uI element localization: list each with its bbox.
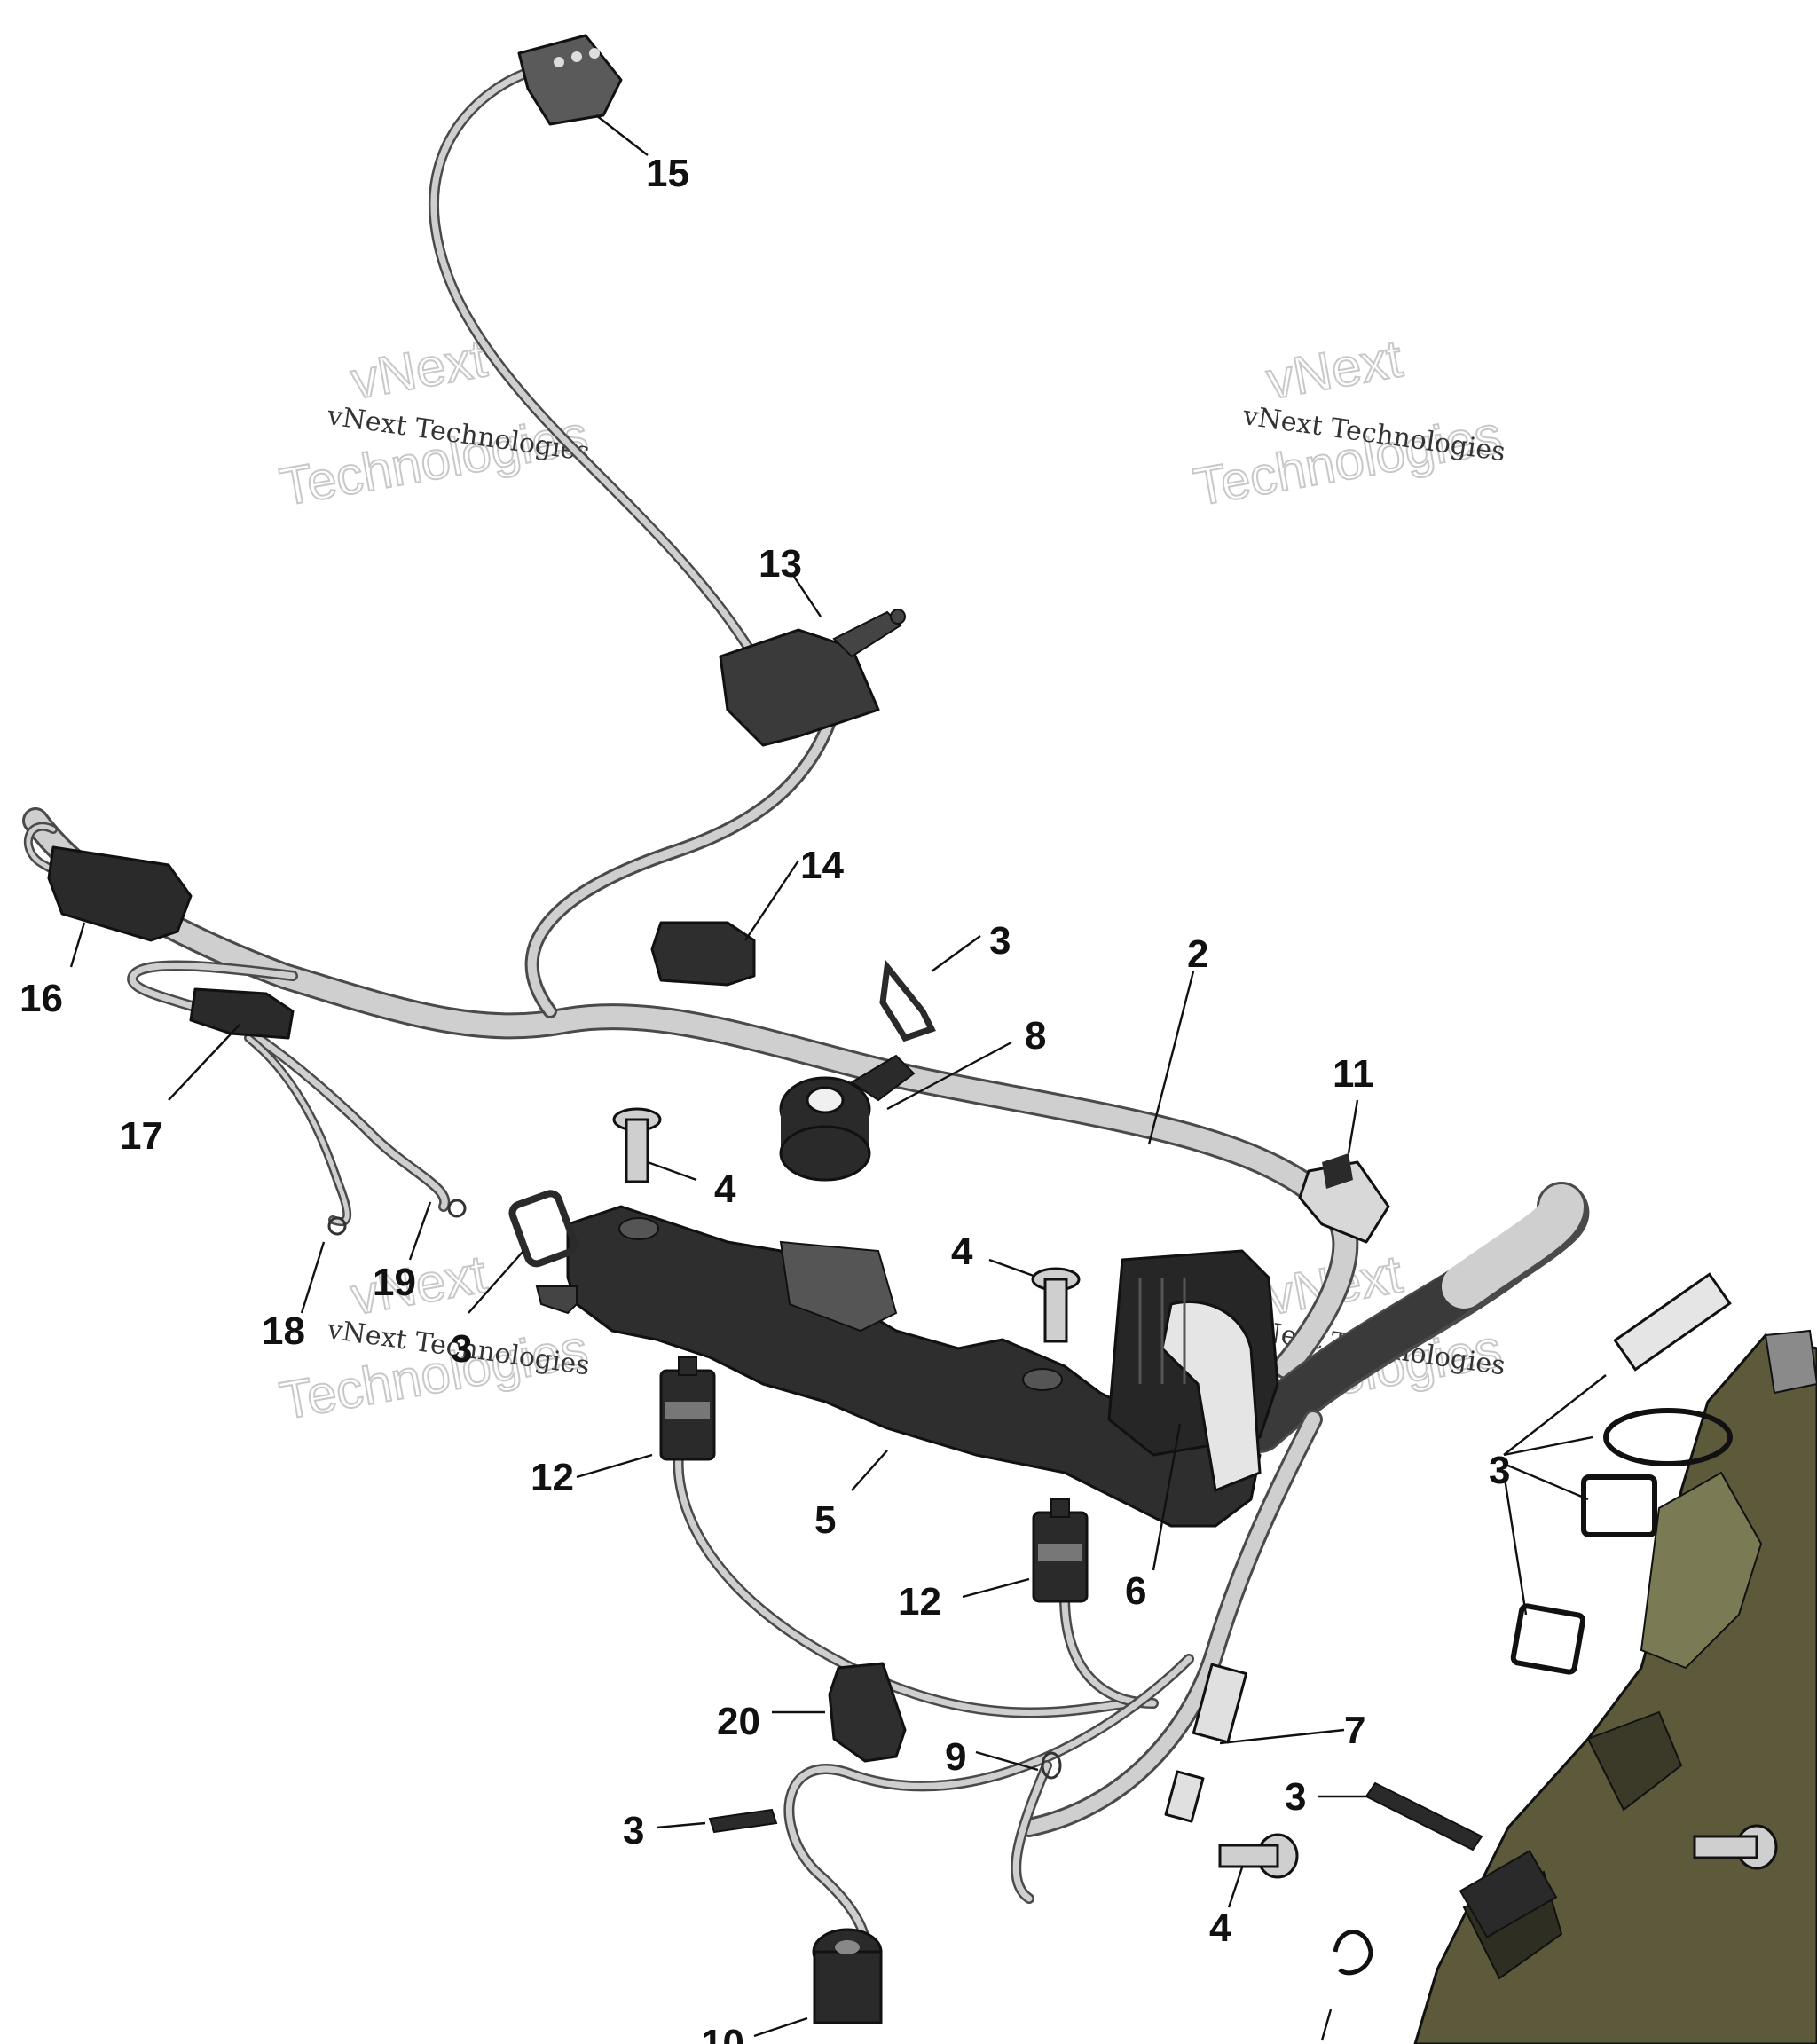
- callout-5: 5: [814, 1498, 836, 1542]
- callout-labels: 15 13 14 3 2 8 11 16 17 4 19 18 3 4 12 5…: [20, 152, 1510, 2044]
- part-12-connector-b: [1032, 1498, 1089, 1603]
- callout-19: 19: [373, 1261, 416, 1304]
- watermark-top-right: vNext Technologies vNext Technologies: [1189, 327, 1507, 518]
- watermark-top-left: vNext Technologies vNext Technologies: [275, 327, 594, 518]
- callout-3-right: 3: [1489, 1449, 1510, 1492]
- part-8-knock-sensor: [779, 1054, 916, 1182]
- callout-4-lower: 4: [1209, 1906, 1231, 1950]
- callout-3-bottom-right: 3: [1285, 1775, 1306, 1819]
- callout-8: 8: [1025, 1014, 1046, 1057]
- part-10-sensor: [812, 1928, 883, 2024]
- callout-15: 15: [646, 152, 689, 195]
- callout-12-right: 12: [898, 1580, 941, 1623]
- part-11-sleeve: [1298, 1153, 1390, 1244]
- callout-14: 14: [800, 844, 844, 887]
- part-14-connector: [650, 921, 756, 987]
- svg-text:vNext: vNext: [347, 328, 492, 411]
- callout-3-left: 3: [451, 1327, 472, 1371]
- callout-7: 7: [1344, 1709, 1365, 1752]
- svg-text:vNext: vNext: [347, 1244, 492, 1326]
- part-3-clip-b: [508, 1190, 578, 1268]
- callout-16: 16: [20, 977, 63, 1020]
- part-3-clip-a: [879, 959, 936, 1042]
- part-15-connector: [517, 34, 623, 126]
- callout-3-top: 3: [989, 919, 1011, 963]
- callout-13: 13: [759, 542, 802, 586]
- part-3-tie-e: [1333, 1781, 1483, 1976]
- callout-20: 20: [717, 1700, 760, 1743]
- watermark-mid-left: vNext Technologies vNext Technologies: [275, 1243, 594, 1432]
- part-7-sleeve: [1164, 1663, 1248, 1823]
- callout-6: 6: [1125, 1569, 1146, 1613]
- part-13-connector: [719, 609, 906, 747]
- callout-9: 9: [945, 1735, 966, 1779]
- svg-text:vNext: vNext: [1262, 328, 1407, 411]
- part-4-bolt-b: [1031, 1267, 1081, 1343]
- callout-12-left: 12: [531, 1456, 574, 1499]
- part-6-connector-module: [1107, 1249, 1279, 1493]
- callout-17: 17: [120, 1114, 163, 1158]
- frame-bracket: [1413, 1329, 1817, 2044]
- leader-lines: [69, 114, 1607, 2041]
- callout-3-bottom-left: 3: [623, 1809, 644, 1852]
- part-5-bracket: [535, 1205, 1262, 1528]
- callout-4-mid: 4: [951, 1230, 973, 1273]
- part-4-bolt-c: [1218, 1833, 1299, 1879]
- part-3-pin-d: [708, 1808, 778, 1834]
- part-3-tie-c: [1510, 1272, 1733, 1675]
- callout-2: 2: [1187, 932, 1208, 976]
- upper-branch-wire: [428, 66, 841, 1018]
- part-12-connector-a: [659, 1356, 716, 1461]
- callout-10: 10: [701, 2022, 744, 2044]
- part-4-bolt-d: [1693, 1824, 1778, 1870]
- callout-18: 18: [262, 1309, 305, 1353]
- part-16-connector: [47, 845, 193, 942]
- part-4-bolt-a: [612, 1107, 662, 1183]
- callout-4-upper: 4: [714, 1167, 736, 1211]
- part-20-clip: [828, 1662, 907, 1763]
- callout-11: 11: [1333, 1052, 1374, 1096]
- part-17-connector: [189, 987, 295, 1040]
